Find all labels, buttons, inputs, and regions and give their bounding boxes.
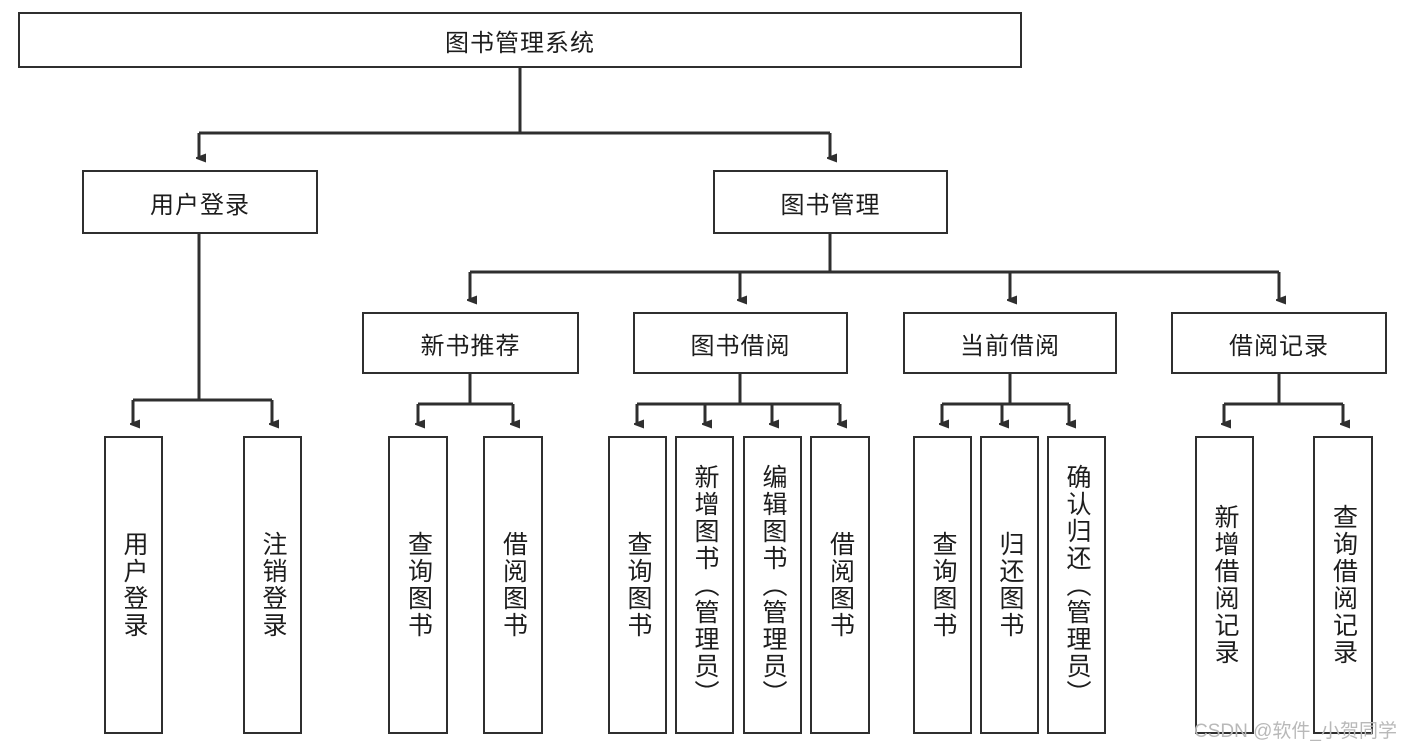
node-new-book-recommend[interactable]: 新书推荐 (362, 312, 579, 374)
node-book-borrow-label: 图书借阅 (690, 332, 791, 360)
leaf-label: 编辑图书（管理员） (759, 463, 787, 707)
leaf-borrow-query-book[interactable]: 查询图书 (608, 436, 667, 734)
node-book-management[interactable]: 图书管理 (713, 170, 948, 234)
node-borrow-record-label: 借阅记录 (1229, 332, 1329, 360)
leaf-recommend-borrow-book[interactable]: 借阅图书 (483, 436, 543, 734)
leaf-label: 查询借阅记录 (1329, 504, 1358, 666)
leaf-label: 查询图书 (624, 531, 652, 639)
leaf-label: 确认归还（管理员） (1063, 463, 1091, 707)
leaf-borrow-borrow-book[interactable]: 借阅图书 (810, 436, 870, 734)
leaf-label: 查询图书 (929, 531, 957, 639)
leaf-borrow-add-book-admin[interactable]: 新增图书（管理员） (675, 436, 734, 734)
leaf-label: 借阅图书 (826, 531, 855, 639)
leaf-user-login-login[interactable]: 用户登录 (104, 436, 163, 734)
leaf-label: 新增借阅记录 (1211, 504, 1239, 666)
leaf-label: 借阅图书 (499, 531, 528, 639)
leaf-label: 注销登录 (259, 531, 287, 639)
node-root[interactable]: 图书管理系统 (18, 12, 1022, 68)
leaf-label: 新增图书（管理员） (691, 463, 719, 707)
leaf-label: 用户登录 (120, 531, 148, 639)
node-current-borrow-label: 当前借阅 (960, 332, 1060, 360)
leaf-label: 查询图书 (404, 531, 433, 639)
node-new-book-recommend-label: 新书推荐 (420, 332, 521, 360)
leaf-borrow-edit-book-admin[interactable]: 编辑图书（管理员） (743, 436, 802, 734)
node-book-management-label: 图书管理 (780, 191, 881, 219)
leaf-user-login-logout[interactable]: 注销登录 (243, 436, 302, 734)
leaf-current-query-book[interactable]: 查询图书 (913, 436, 972, 734)
node-user-login-label: 用户登录 (150, 191, 250, 219)
watermark: CSDN @软件_小贺同学 (1194, 721, 1397, 742)
node-borrow-record[interactable]: 借阅记录 (1171, 312, 1387, 374)
node-current-borrow[interactable]: 当前借阅 (903, 312, 1117, 374)
leaf-current-confirm-return-admin[interactable]: 确认归还（管理员） (1047, 436, 1106, 734)
leaf-record-query-record[interactable]: 查询借阅记录 (1313, 436, 1373, 734)
node-book-borrow[interactable]: 图书借阅 (633, 312, 848, 374)
leaf-label: 归还图书 (996, 531, 1024, 639)
leaf-recommend-query-book[interactable]: 查询图书 (388, 436, 448, 734)
node-root-label: 图书管理系统 (445, 29, 595, 57)
node-user-login[interactable]: 用户登录 (82, 170, 318, 234)
leaf-current-return-book[interactable]: 归还图书 (980, 436, 1039, 734)
leaf-record-add-record[interactable]: 新增借阅记录 (1195, 436, 1254, 734)
